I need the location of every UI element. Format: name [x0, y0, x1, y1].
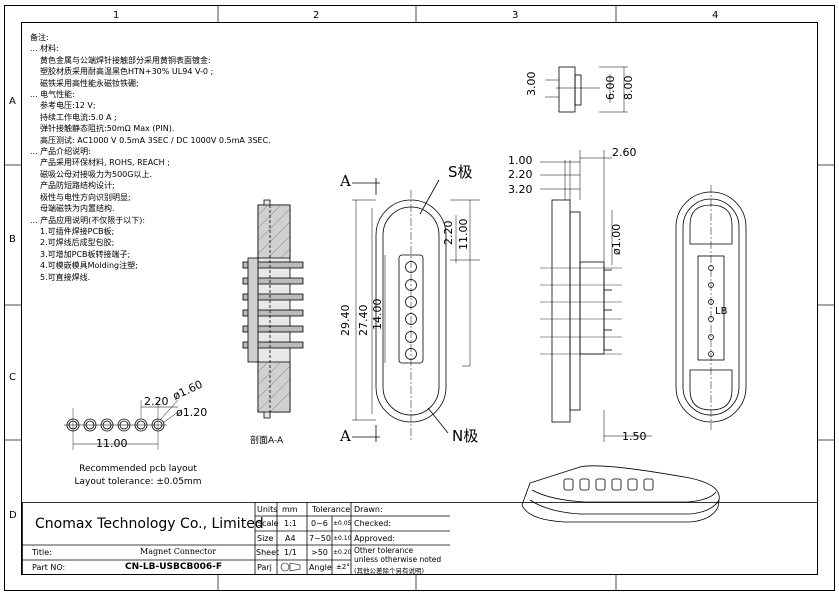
note-line: 磁铁采用高性能永磁钕铁硼;: [40, 78, 139, 88]
size-label: Size: [257, 534, 274, 543]
note-line: 参考电压:12 V;: [40, 101, 96, 111]
note-line: 4.可模嵌模具Molding注塑;: [40, 261, 138, 271]
pcb-caption-line1: Recommended pcb layout: [79, 464, 197, 474]
angle-label: Angle: [309, 563, 332, 572]
notes-block: 备注: ... 材料: 黄色金属与公端焊针接触部分采用黄铜表面镀金: 塑胶材质采…: [30, 32, 330, 283]
dim-dia-1-00: ø1.00: [610, 224, 623, 255]
scale-value: 1:1: [284, 519, 297, 528]
dim-2-20-side: 2.20: [508, 168, 533, 181]
dim-14-00: 14.00: [371, 299, 384, 331]
sheet-label: Sheet: [256, 548, 280, 557]
note-line: 产品防短路结构设计;: [40, 181, 115, 191]
note-line: 塑胶材质采用耐高温黑色HTN+30% UL94 V-0 ;: [40, 67, 214, 77]
ruler-col-3: 3: [512, 10, 518, 21]
title-value: Magnet Connector: [140, 547, 217, 556]
section-view-label: 剖面A-A: [250, 434, 284, 446]
tol-value-1: ±0.05: [333, 520, 352, 527]
approved-label: Approved:: [354, 534, 396, 543]
ruler-row-a: A: [9, 96, 16, 107]
company-name: Cnomax Technology Co., Limited: [35, 516, 264, 532]
tol-range-2: 7~50: [309, 534, 331, 543]
dim-1-00-side: 1.00: [508, 154, 533, 167]
n-pole-label: N极: [452, 427, 478, 445]
note-line: ... 产品介绍说明:: [30, 147, 91, 157]
checked-label: Checked:: [354, 519, 392, 528]
tol-value-2: ±0.10: [333, 535, 352, 542]
section-a-bottom: A: [339, 427, 351, 445]
other-tolerance-1: Other tolerance: [354, 546, 414, 555]
side-view: [540, 150, 652, 442]
dim-11-00-front: 11.00: [457, 219, 470, 251]
pcb-layout: [64, 399, 179, 450]
dim-3-20-side: 3.20: [508, 183, 533, 196]
ruler-row-b: B: [9, 234, 16, 245]
notes-title: 备注:: [30, 33, 49, 42]
back-view: [675, 185, 747, 430]
units-label: Units: [257, 505, 278, 514]
note-line: 弹针接触静态阻抗:50mΩ Max (PIN).: [40, 124, 175, 134]
dim-2-60-side: 2.60: [612, 146, 637, 159]
note-line: 3.可增加PCB板转接端子;: [40, 249, 131, 259]
iso-view: [521, 465, 720, 523]
note-line: 5.可直接焊线.: [40, 272, 91, 282]
drawn-label: Drawn:: [354, 505, 383, 514]
top-small-view: [545, 66, 628, 113]
s-pole-label: S极: [448, 163, 473, 181]
dim-dia-1-20: ø1.20: [176, 406, 207, 419]
note-line: 1.可插件焊接PCB板;: [40, 226, 115, 236]
tol-value-3: ±0.20: [333, 549, 352, 556]
ruler-row-d: D: [9, 510, 17, 521]
title-block-grid: [22, 502, 818, 575]
part-label: Part NO:: [32, 563, 66, 572]
ruler-row-c: C: [9, 372, 16, 383]
dim-27-40: 27.40: [357, 305, 370, 337]
note-line: 极性与电性方向识别明显;: [40, 192, 131, 202]
dim-6-00: 6.00: [604, 76, 617, 101]
note-line: 2.可焊线后成型包胶;: [40, 238, 115, 248]
section-view: [242, 199, 304, 419]
parj-symbol: [280, 562, 301, 572]
other-tolerance-2: unless otherwise noted: [354, 555, 442, 564]
title-label: Title:: [32, 548, 52, 557]
dim-3-00: 3.00: [525, 72, 538, 97]
dim-8-00: 8.00: [622, 76, 635, 101]
note-line: ... 材料:: [30, 44, 59, 54]
top-ruler: [5, 6, 834, 590]
tol-range-3: >50: [311, 548, 328, 557]
size-value: A4: [285, 534, 296, 543]
ruler-col-2: 2: [313, 10, 319, 21]
scale-label: Scale: [257, 519, 279, 528]
note-line: 母端磁铁为内置结构.: [40, 204, 115, 214]
angle-value: ±2°: [336, 563, 350, 571]
parj-label: Parj: [257, 563, 272, 572]
tol-range-1: 0~6: [311, 519, 328, 528]
pcb-caption: Recommended pcb layout Layout tolerance:…: [38, 463, 238, 489]
ruler-col-4: 4: [712, 10, 718, 21]
note-line: 产品采用环保材料, ROHS, REACH ;: [40, 158, 170, 168]
pcb-caption-line2: Layout tolerance: ±0.05mm: [74, 477, 202, 487]
note-line: ... 产品应用说明(不仅限于以下):: [30, 215, 146, 225]
sheet-value: 1/1: [284, 548, 297, 557]
dim-2-20-front: 2.20: [442, 221, 455, 246]
lb-marking: LB: [715, 306, 728, 317]
dim-dia-1-60: ø1.60: [171, 378, 205, 403]
front-view: [352, 178, 480, 442]
dim-29-40: 29.40: [339, 305, 352, 337]
outer-border: [4, 5, 835, 591]
note-line: 持续工作电流:5.0 A ;: [40, 112, 117, 122]
dim-1-50-side: 1.50: [622, 430, 647, 443]
note-line: 磁吸公母对接吸力为500G以上.: [40, 169, 153, 179]
note-line: 高压测试: AC1000 V 0.5mA 3SEC / DC 1000V 0.5…: [40, 135, 271, 145]
part-value: CN-LB-USBCB006-F: [125, 562, 222, 572]
units-value: mm: [282, 505, 298, 514]
dim-11-00-pcb: 11.00: [96, 437, 128, 450]
ruler-col-1: 1: [113, 10, 119, 21]
dim-2-20-pcb: 2.20: [144, 395, 169, 408]
section-a-top: A: [339, 172, 351, 190]
tolerance-label: Tolerance: [312, 505, 351, 514]
note-line: 黄色金属与公端焊针接触部分采用黄铜表面镀金:: [40, 55, 211, 65]
other-tolerance-3: (其他公差除个另有说明): [354, 567, 425, 575]
note-line: ... 电气性能:: [30, 90, 75, 100]
